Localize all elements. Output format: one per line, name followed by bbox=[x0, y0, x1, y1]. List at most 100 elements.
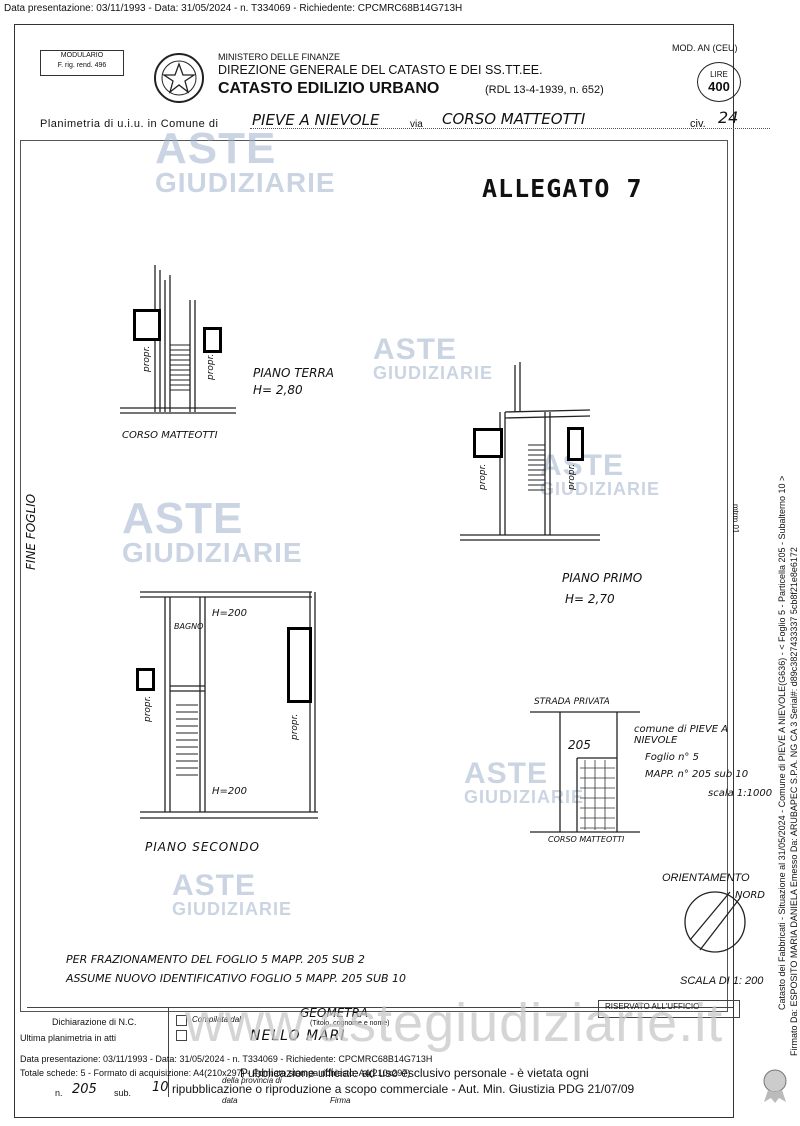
side-catasto-text: Catasto dei Fabbricati - Situazione al 3… bbox=[777, 475, 787, 1010]
prop-label: propr. bbox=[478, 463, 488, 490]
modulario-code: F. rig. rend. 496 bbox=[57, 62, 107, 69]
compilata-label: Compilata dal bbox=[192, 1015, 241, 1024]
document-source-line: Data presentazione: 03/11/1993 - Data: 3… bbox=[4, 3, 463, 14]
lire-label: LIRE bbox=[710, 70, 728, 79]
header-dotted-line bbox=[250, 128, 770, 129]
fine-foglio-label: FINE FOGLIO bbox=[24, 493, 38, 570]
watermark-giudiziarie: GIUDIZIARIE bbox=[540, 478, 661, 499]
riservato-label: RISERVATO ALL'UFFICIO bbox=[605, 1002, 700, 1011]
law-reference: (RDL 13-4-1939, n. 652) bbox=[485, 84, 604, 96]
civ-label: civ. bbox=[690, 118, 706, 130]
mapp-note: MAPP. n° 205 sub 10 bbox=[645, 769, 749, 780]
titolo-label: (Titolo, cognome e nome) bbox=[310, 1020, 390, 1027]
redaction-box bbox=[287, 627, 312, 703]
watermark-aste: ASTE bbox=[122, 494, 244, 543]
seal-icon bbox=[763, 1069, 787, 1103]
piano-terra-title: PIANO TERRA bbox=[253, 366, 335, 380]
checkbox-ultima bbox=[176, 1030, 187, 1041]
lire-stamp: LIRE 400 bbox=[697, 62, 741, 102]
footer-totale-line: Totale schede: 5 - Formato di acquisizio… bbox=[20, 1068, 411, 1078]
watermark-giudiziarie: GIUDIZIARIE bbox=[172, 898, 293, 919]
firma-label: Firma bbox=[330, 1096, 351, 1105]
footer-block bbox=[27, 1007, 733, 1118]
comune-note: comune di PIEVE A NIEVOLE bbox=[634, 724, 729, 746]
nord-label: NORD bbox=[735, 890, 765, 901]
directorate: DIREZIONE GENERALE DEL CATASTO E DEI SS.… bbox=[218, 63, 543, 77]
watermark-giudiziarie: GIUDIZIARIE bbox=[122, 536, 303, 568]
piano-primo-height: H= 2,70 bbox=[565, 592, 615, 606]
redaction-box bbox=[136, 668, 155, 691]
modulario-box: MODULARIO F. rig. rend. 496 bbox=[40, 50, 124, 76]
page-id-label: mtrm 01 bbox=[731, 504, 740, 534]
mapp-number: 205 bbox=[568, 738, 591, 752]
state-emblem-icon bbox=[154, 53, 204, 103]
corso-label: CORSO MATTEOTTI bbox=[122, 430, 218, 441]
prop-label: propr. bbox=[143, 695, 153, 722]
page-frame bbox=[14, 24, 734, 1118]
scala-label: SCALA DI 1: 200 bbox=[680, 975, 764, 987]
mod-code: MOD. AN (CEU) bbox=[672, 43, 738, 53]
modulario-label: MODULARIO bbox=[60, 52, 104, 59]
prop-label: propr. bbox=[290, 713, 300, 740]
prop-label: propr. bbox=[206, 353, 216, 380]
watermark-giudiziarie: GIUDIZIARIE bbox=[155, 166, 336, 198]
piano-terra-height: H= 2,80 bbox=[253, 383, 303, 397]
watermark-aste: ASTE bbox=[172, 869, 257, 902]
piano-primo-title: PIANO PRIMO bbox=[562, 571, 643, 585]
footer-divider bbox=[168, 1007, 169, 1097]
foglio-note: Foglio n° 5 bbox=[645, 752, 699, 763]
civ-value: 24 bbox=[718, 108, 739, 127]
redaction-box bbox=[473, 428, 503, 458]
watermark-aste: ASTE bbox=[373, 333, 458, 366]
comune-value: PIEVE A NIEVOLE bbox=[252, 111, 380, 129]
watermark-giudiziarie: GIUDIZIARIE bbox=[373, 362, 494, 383]
riservato-box bbox=[598, 1000, 740, 1018]
sub-label: sub. bbox=[114, 1088, 132, 1098]
checkbox-nc bbox=[176, 1015, 187, 1026]
ministry: MINISTERO DELLE FINANZE bbox=[218, 52, 341, 62]
redaction-box bbox=[567, 427, 584, 461]
prop-label: propr. bbox=[142, 345, 152, 372]
street-value: CORSO MATTEOTTI bbox=[442, 110, 586, 128]
planimetria-label: Planimetria di u.i.u. in Comune di bbox=[40, 118, 219, 130]
provincia-label: della provincia di bbox=[222, 1076, 282, 1085]
redaction-box bbox=[133, 309, 161, 341]
n-value: 205 bbox=[72, 1082, 97, 1097]
note-line-1: PER FRAZIONAMENTO DEL FOGLIO 5 MAPP. 205… bbox=[66, 953, 365, 966]
drawing-frame bbox=[20, 140, 728, 1012]
bagno-label: BAGNO bbox=[174, 622, 204, 631]
via-label: via bbox=[410, 119, 423, 130]
dichiarazione-label: Dichiarazione di N.C. bbox=[52, 1017, 137, 1027]
n-label: n. bbox=[55, 1088, 63, 1098]
ultima-label: Ultima planimetria in atti bbox=[20, 1033, 117, 1043]
corso-site-label: CORSO MATTEOTTI bbox=[548, 835, 625, 844]
watermark-giudiziarie: GIUDIZIARIE bbox=[464, 786, 585, 807]
scala-note: scala 1:1000 bbox=[708, 788, 773, 799]
geometra-value: GEOMETRA bbox=[300, 1006, 369, 1020]
piano-secondo-title: PIANO SECONDO bbox=[145, 840, 260, 854]
note-line-2: ASSUME NUOVO IDENTIFICATIVO FOGLIO 5 MAP… bbox=[66, 972, 407, 985]
orientamento-label: ORIENTAMENTO bbox=[662, 872, 750, 884]
pubblicazione-line-1: Pubblicazione ufficiale ad uso esclusivo… bbox=[240, 1066, 589, 1080]
side-signature-text: Firmato Da: ESPOSITO MARIA DANIELA Emess… bbox=[789, 547, 799, 1056]
pubblicazione-line-2: ripubblicazione o riproduzione a scopo c… bbox=[172, 1082, 635, 1096]
sub-value: 10 bbox=[152, 1080, 169, 1095]
geometra-name: NELLO MARI bbox=[250, 1028, 346, 1044]
office-title: CATASTO EDILIZIO URBANO bbox=[218, 80, 440, 97]
secondo-height-bottom: H=200 bbox=[212, 786, 247, 797]
strada-label: STRADA PRIVATA bbox=[534, 697, 610, 707]
prop-label: propr. bbox=[567, 463, 577, 490]
watermark-aste: ASTE bbox=[464, 757, 549, 790]
site-watermark: www.astegiudiziarie.it bbox=[185, 993, 724, 1053]
watermark-aste: ASTE bbox=[155, 124, 277, 173]
redaction-box bbox=[203, 327, 222, 353]
secondo-height-top: H=200 bbox=[212, 608, 247, 619]
footer-data-line: Data presentazione: 03/11/1993 - Data: 3… bbox=[20, 1054, 433, 1064]
